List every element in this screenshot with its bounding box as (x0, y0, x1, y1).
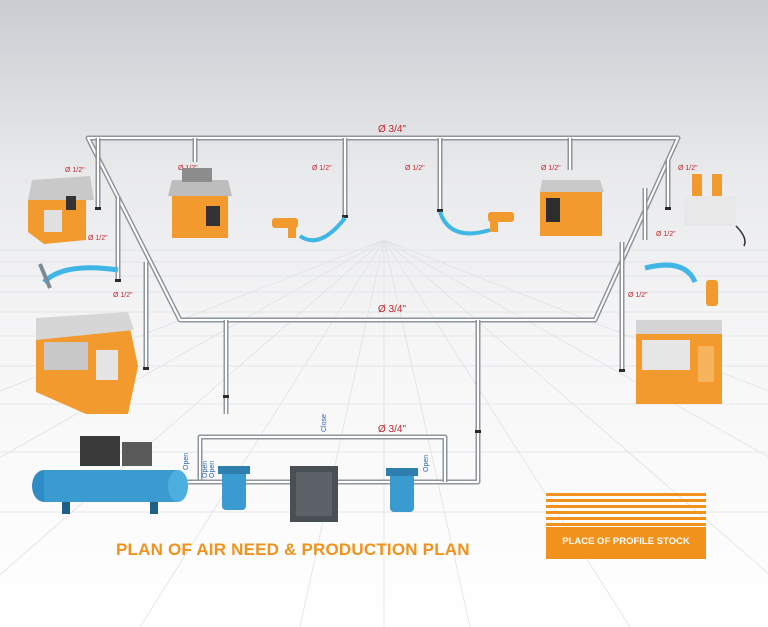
open-valve-label: Open (183, 453, 190, 470)
branch-label: Ø 1/2" (541, 165, 561, 172)
profile-stock-label: PLACE OF PROFILE STOCK (562, 536, 690, 547)
pneumatic-screwdriver-right (438, 211, 514, 236)
welding-machine-left (36, 312, 138, 414)
air-filter-right (386, 468, 418, 512)
air-blow-gun-left (38, 263, 119, 289)
branch-label: Ø 1/2" (65, 167, 85, 174)
drilling-machine-top-right (684, 174, 746, 247)
branch-label: Ø 1/2" (312, 165, 332, 172)
open-valve-label: Open (202, 461, 209, 478)
main-bottom-pipe-label: Ø 3/4" (378, 424, 406, 435)
plan-title: PLAN OF AIR NEED & PRODUCTION PLAN (116, 540, 470, 559)
close-valve-label: Close (321, 414, 328, 432)
main-top-pipe-label: Ø 3/4" (378, 124, 406, 135)
profile-stock-area: PLACE OF PROFILE STOCK (546, 493, 706, 559)
milling-machine-top-right (540, 180, 604, 236)
open-valve-label: Open (423, 455, 430, 472)
open-valve-label: Open (209, 461, 216, 478)
branch-label: Ø 1/2" (656, 231, 676, 238)
branch-label: Ø 1/2" (405, 165, 425, 172)
branch-label: Ø 1/2" (113, 292, 133, 299)
branch-label: Ø 1/2" (628, 292, 648, 299)
branch-label: Ø 1/2" (678, 165, 698, 172)
pneumatic-screwdriver-left (272, 216, 347, 243)
air-compressor (32, 436, 188, 514)
main-middle-pipe-label: Ø 3/4" (378, 304, 406, 315)
cutting-machine-top-left (28, 176, 94, 244)
branch-label: Ø 1/2" (88, 235, 108, 242)
pipe-network (85, 135, 681, 485)
air-filter-left (218, 466, 250, 510)
profile-stock-block: PLACE OF PROFILE STOCK (546, 527, 706, 559)
cleaning-machine-right (636, 320, 722, 404)
air-dryer (290, 466, 338, 522)
air-blow-gun-right (644, 262, 718, 306)
saw-machine-top (168, 168, 232, 238)
valve-ticks (95, 207, 671, 433)
